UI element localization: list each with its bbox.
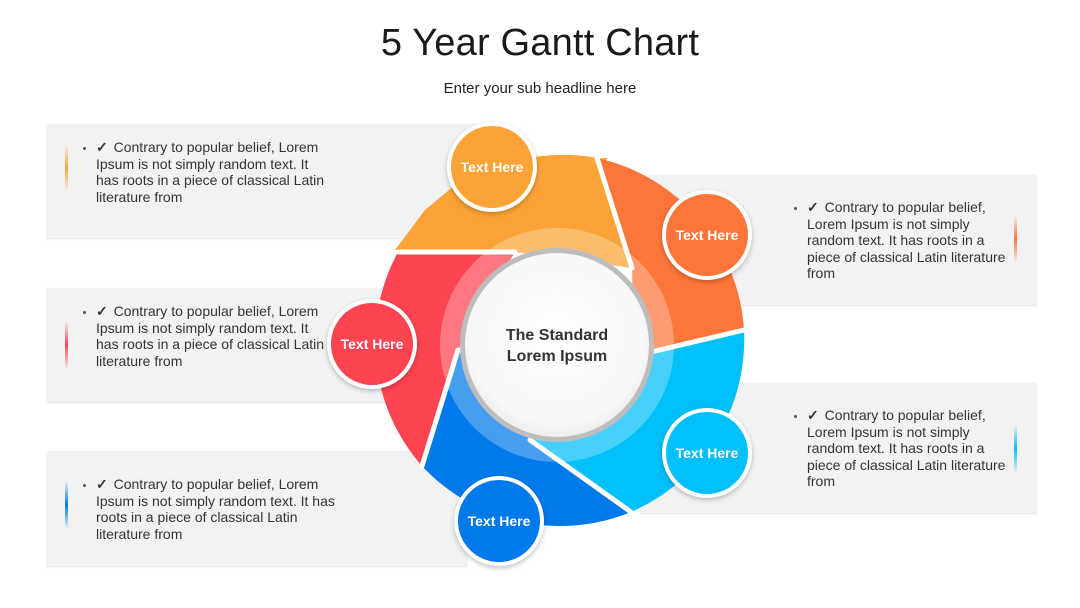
card-text: Contrary to popular belief, Lorem Ipsum … [807, 407, 1006, 489]
check-icon: ✓ [96, 476, 108, 492]
center-text-line2: Lorem Ipsum [507, 348, 607, 365]
check-icon: ✓ [807, 199, 819, 215]
bubble-red-left: Text Here [327, 299, 417, 389]
card-accent-bar [65, 321, 68, 369]
bubble-label: Text Here [676, 445, 739, 461]
card-text: Contrary to popular belief, Lorem Ipsum … [807, 199, 1006, 281]
bubble-orange-right: Text Here [662, 190, 752, 280]
info-card-bottom-left: ✓ Contrary to popular belief, Lorem Ipsu… [47, 451, 467, 566]
bubble-label: Text Here [341, 336, 404, 352]
card-bullet: ✓ Contrary to popular belief, Lorem Ipsu… [96, 139, 326, 205]
check-icon: ✓ [807, 407, 819, 423]
card-text: Contrary to popular belief, Lorem Ipsum … [96, 139, 325, 205]
card-accent-bar [65, 144, 68, 192]
bubble-label: Text Here [468, 513, 531, 529]
page-title: 5 Year Gantt Chart [380, 22, 700, 64]
bubble-label: Text Here [461, 159, 524, 175]
page-subtitle: Enter your sub headline here [443, 80, 637, 97]
card-text: Contrary to popular belief, Lorem Ipsum … [96, 303, 325, 369]
card-bullet: ✓ Contrary to popular belief, Lorem Ipsu… [96, 303, 326, 369]
info-card-top-left: ✓ Contrary to popular belief, Lorem Ipsu… [47, 124, 497, 238]
card-bullet: ✓ Contrary to popular belief, Lorem Ipsu… [807, 199, 1007, 282]
card-accent-bar [1014, 425, 1017, 473]
bubble-label: Text Here [676, 227, 739, 243]
card-text: Contrary to popular belief, Lorem Ipsum … [96, 476, 335, 542]
card-bullet: ✓ Contrary to popular belief, Lorem Ipsu… [96, 476, 336, 542]
card-accent-bar [65, 481, 68, 529]
bubble-blue-light: Text Here [662, 408, 752, 498]
center-text-line1: The Standard [506, 327, 608, 344]
card-accent-bar [1014, 215, 1017, 263]
check-icon: ✓ [96, 139, 108, 155]
bubble-blue-dark: Text Here [454, 476, 544, 566]
center-circle [465, 253, 649, 437]
card-bullet: ✓ Contrary to popular belief, Lorem Ipsu… [807, 407, 1007, 490]
segment-orange-top [398, 154, 632, 268]
bubble-orange-top: Text Here [447, 122, 537, 212]
check-icon: ✓ [96, 303, 108, 319]
